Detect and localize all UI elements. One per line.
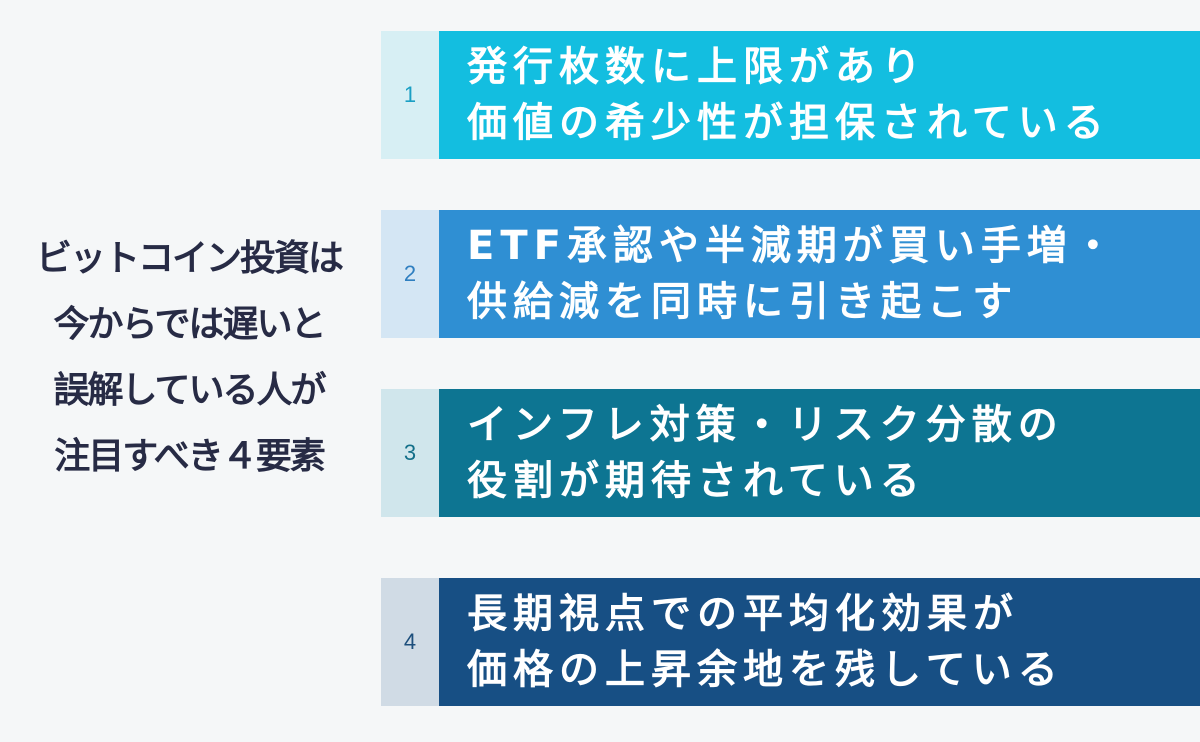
- point-row-2: 2 ETF承認や半減期が買い手増・ 供給減を同時に引き起こす: [381, 210, 1200, 338]
- point-text-box: ETF承認や半減期が買い手増・ 供給減を同時に引き起こす: [439, 210, 1200, 338]
- point-number: 2: [381, 210, 439, 338]
- point-line: 発行枚数に上限があり: [467, 44, 927, 90]
- point-line: ETF承認や半減期が買い手増・: [467, 223, 1119, 269]
- point-row-1: 1 発行枚数に上限があり 価値の希少性が担保されている: [381, 31, 1200, 159]
- point-line: 供給減を同時に引き起こす: [467, 279, 1019, 325]
- point-line: 長期視点での平均化効果が: [467, 591, 1019, 637]
- point-line: インフレ対策・リスク分散の: [467, 402, 1064, 448]
- point-number: 1: [381, 31, 439, 159]
- point-text-box: 長期視点での平均化効果が 価格の上昇余地を残している: [439, 578, 1200, 706]
- title-line: 今からでは遅いと: [53, 304, 327, 345]
- point-line: 価格の上昇余地を残している: [467, 647, 1064, 693]
- point-line: 役割が期待されている: [467, 458, 926, 504]
- main-title: ビットコイン投資は 今からでは遅いと 誤解している人が 注目すべき４要素: [0, 226, 378, 490]
- title-line: 注目すべき４要素: [54, 436, 325, 477]
- point-line: 価値の希少性が担保されている: [467, 100, 1110, 146]
- point-text-box: インフレ対策・リスク分散の 役割が期待されている: [439, 389, 1200, 517]
- title-line: 誤解している人が: [53, 370, 327, 411]
- title-line: ビットコイン投資は: [35, 238, 344, 279]
- point-text-box: 発行枚数に上限があり 価値の希少性が担保されている: [439, 31, 1200, 159]
- point-row-4: 4 長期視点での平均化効果が 価格の上昇余地を残している: [381, 578, 1200, 706]
- point-number: 4: [381, 578, 439, 706]
- point-number: 3: [381, 389, 439, 517]
- point-row-3: 3 インフレ対策・リスク分散の 役割が期待されている: [381, 389, 1200, 517]
